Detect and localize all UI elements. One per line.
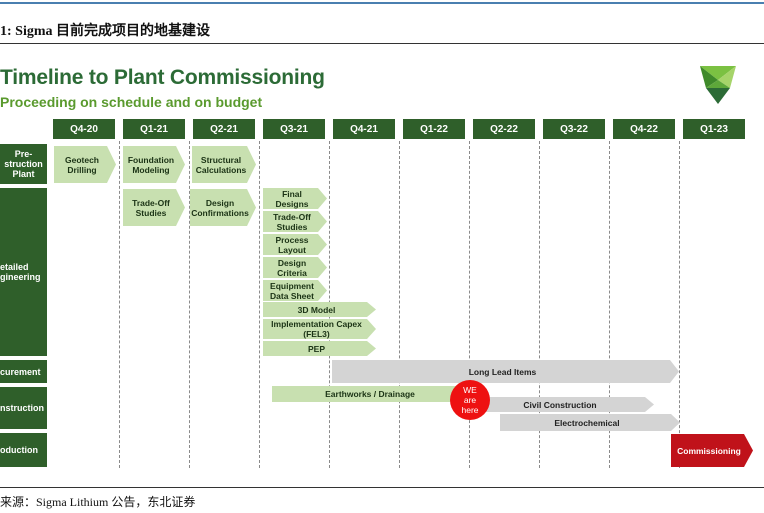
figure-title: 1: Sigma 目前完成项目的地基建设 xyxy=(0,24,210,39)
quarter-header: Q1-22 xyxy=(403,119,465,139)
title-rule xyxy=(0,43,764,44)
source-note: 来源：Sigma Lithium 公告，东北证券 xyxy=(0,495,196,509)
quarter-header: Q2-21 xyxy=(193,119,255,139)
row-label-engineering: etailed gineering xyxy=(0,188,47,356)
quarter-header: Q1-21 xyxy=(123,119,185,139)
task-design-confirmations: Design Confirmations xyxy=(190,189,256,226)
task-earthworks-drainage: Earthworks / Drainage xyxy=(272,386,468,402)
grid-line xyxy=(259,141,260,468)
company-logo xyxy=(700,66,736,104)
grid-line xyxy=(679,141,680,468)
task-commissioning: Commissioning xyxy=(671,434,753,467)
row-label-procurement: curement xyxy=(0,360,47,383)
row-label-production: oduction xyxy=(0,433,47,467)
grid-line xyxy=(539,141,540,468)
grid-line xyxy=(399,141,400,468)
grid-line xyxy=(609,141,610,468)
task-3d-model: 3D Model xyxy=(263,302,376,317)
task-equipment-data-sheet: Equipment Data Sheet xyxy=(263,280,327,301)
top-rule xyxy=(0,2,764,4)
quarter-header: Q3-21 xyxy=(263,119,325,139)
slide-subtitle: Proceeding on schedule and on budget xyxy=(0,94,263,110)
quarter-header: Q1-23 xyxy=(683,119,745,139)
row-label-construction: nstruction xyxy=(0,387,47,429)
source-rule xyxy=(0,487,764,488)
task-implementation-capex: Implementation Capex (FEL3) xyxy=(263,319,376,339)
row-label-preconstruction: Pre- struction Plant xyxy=(0,144,47,184)
grid-line xyxy=(189,141,190,468)
quarter-header: Q4-21 xyxy=(333,119,395,139)
task-electrochemical: Electrochemical xyxy=(500,414,680,431)
quarter-header: Q3-22 xyxy=(543,119,605,139)
task-pep: PEP xyxy=(263,341,376,356)
grid-line xyxy=(119,141,120,468)
task-foundation-modeling: Foundation Modeling xyxy=(123,146,185,183)
task-long-lead-items: Long Lead Items xyxy=(332,360,679,383)
task-final-designs: Final Designs xyxy=(263,188,327,209)
task-trade-off-studies-2: Trade-Off Studies xyxy=(263,211,327,232)
task-structural-calculations: Structural Calculations xyxy=(192,146,256,183)
quarter-header: Q2-22 xyxy=(473,119,535,139)
task-civil-construction: Civil Construction xyxy=(472,397,654,412)
quarter-header: Q4-22 xyxy=(613,119,675,139)
quarter-header: Q4-20 xyxy=(53,119,115,139)
we-are-here-marker: WE are here xyxy=(450,380,490,420)
task-trade-off-studies: Trade-Off Studies xyxy=(123,189,185,226)
slide-title: Timeline to Plant Commissioning xyxy=(0,66,325,89)
grid-line xyxy=(469,141,470,468)
task-design-criteria: Design Criteria xyxy=(263,257,327,278)
task-process-layout: Process Layout xyxy=(263,234,327,255)
task-geotech-drilling: Geotech Drilling xyxy=(54,146,116,183)
